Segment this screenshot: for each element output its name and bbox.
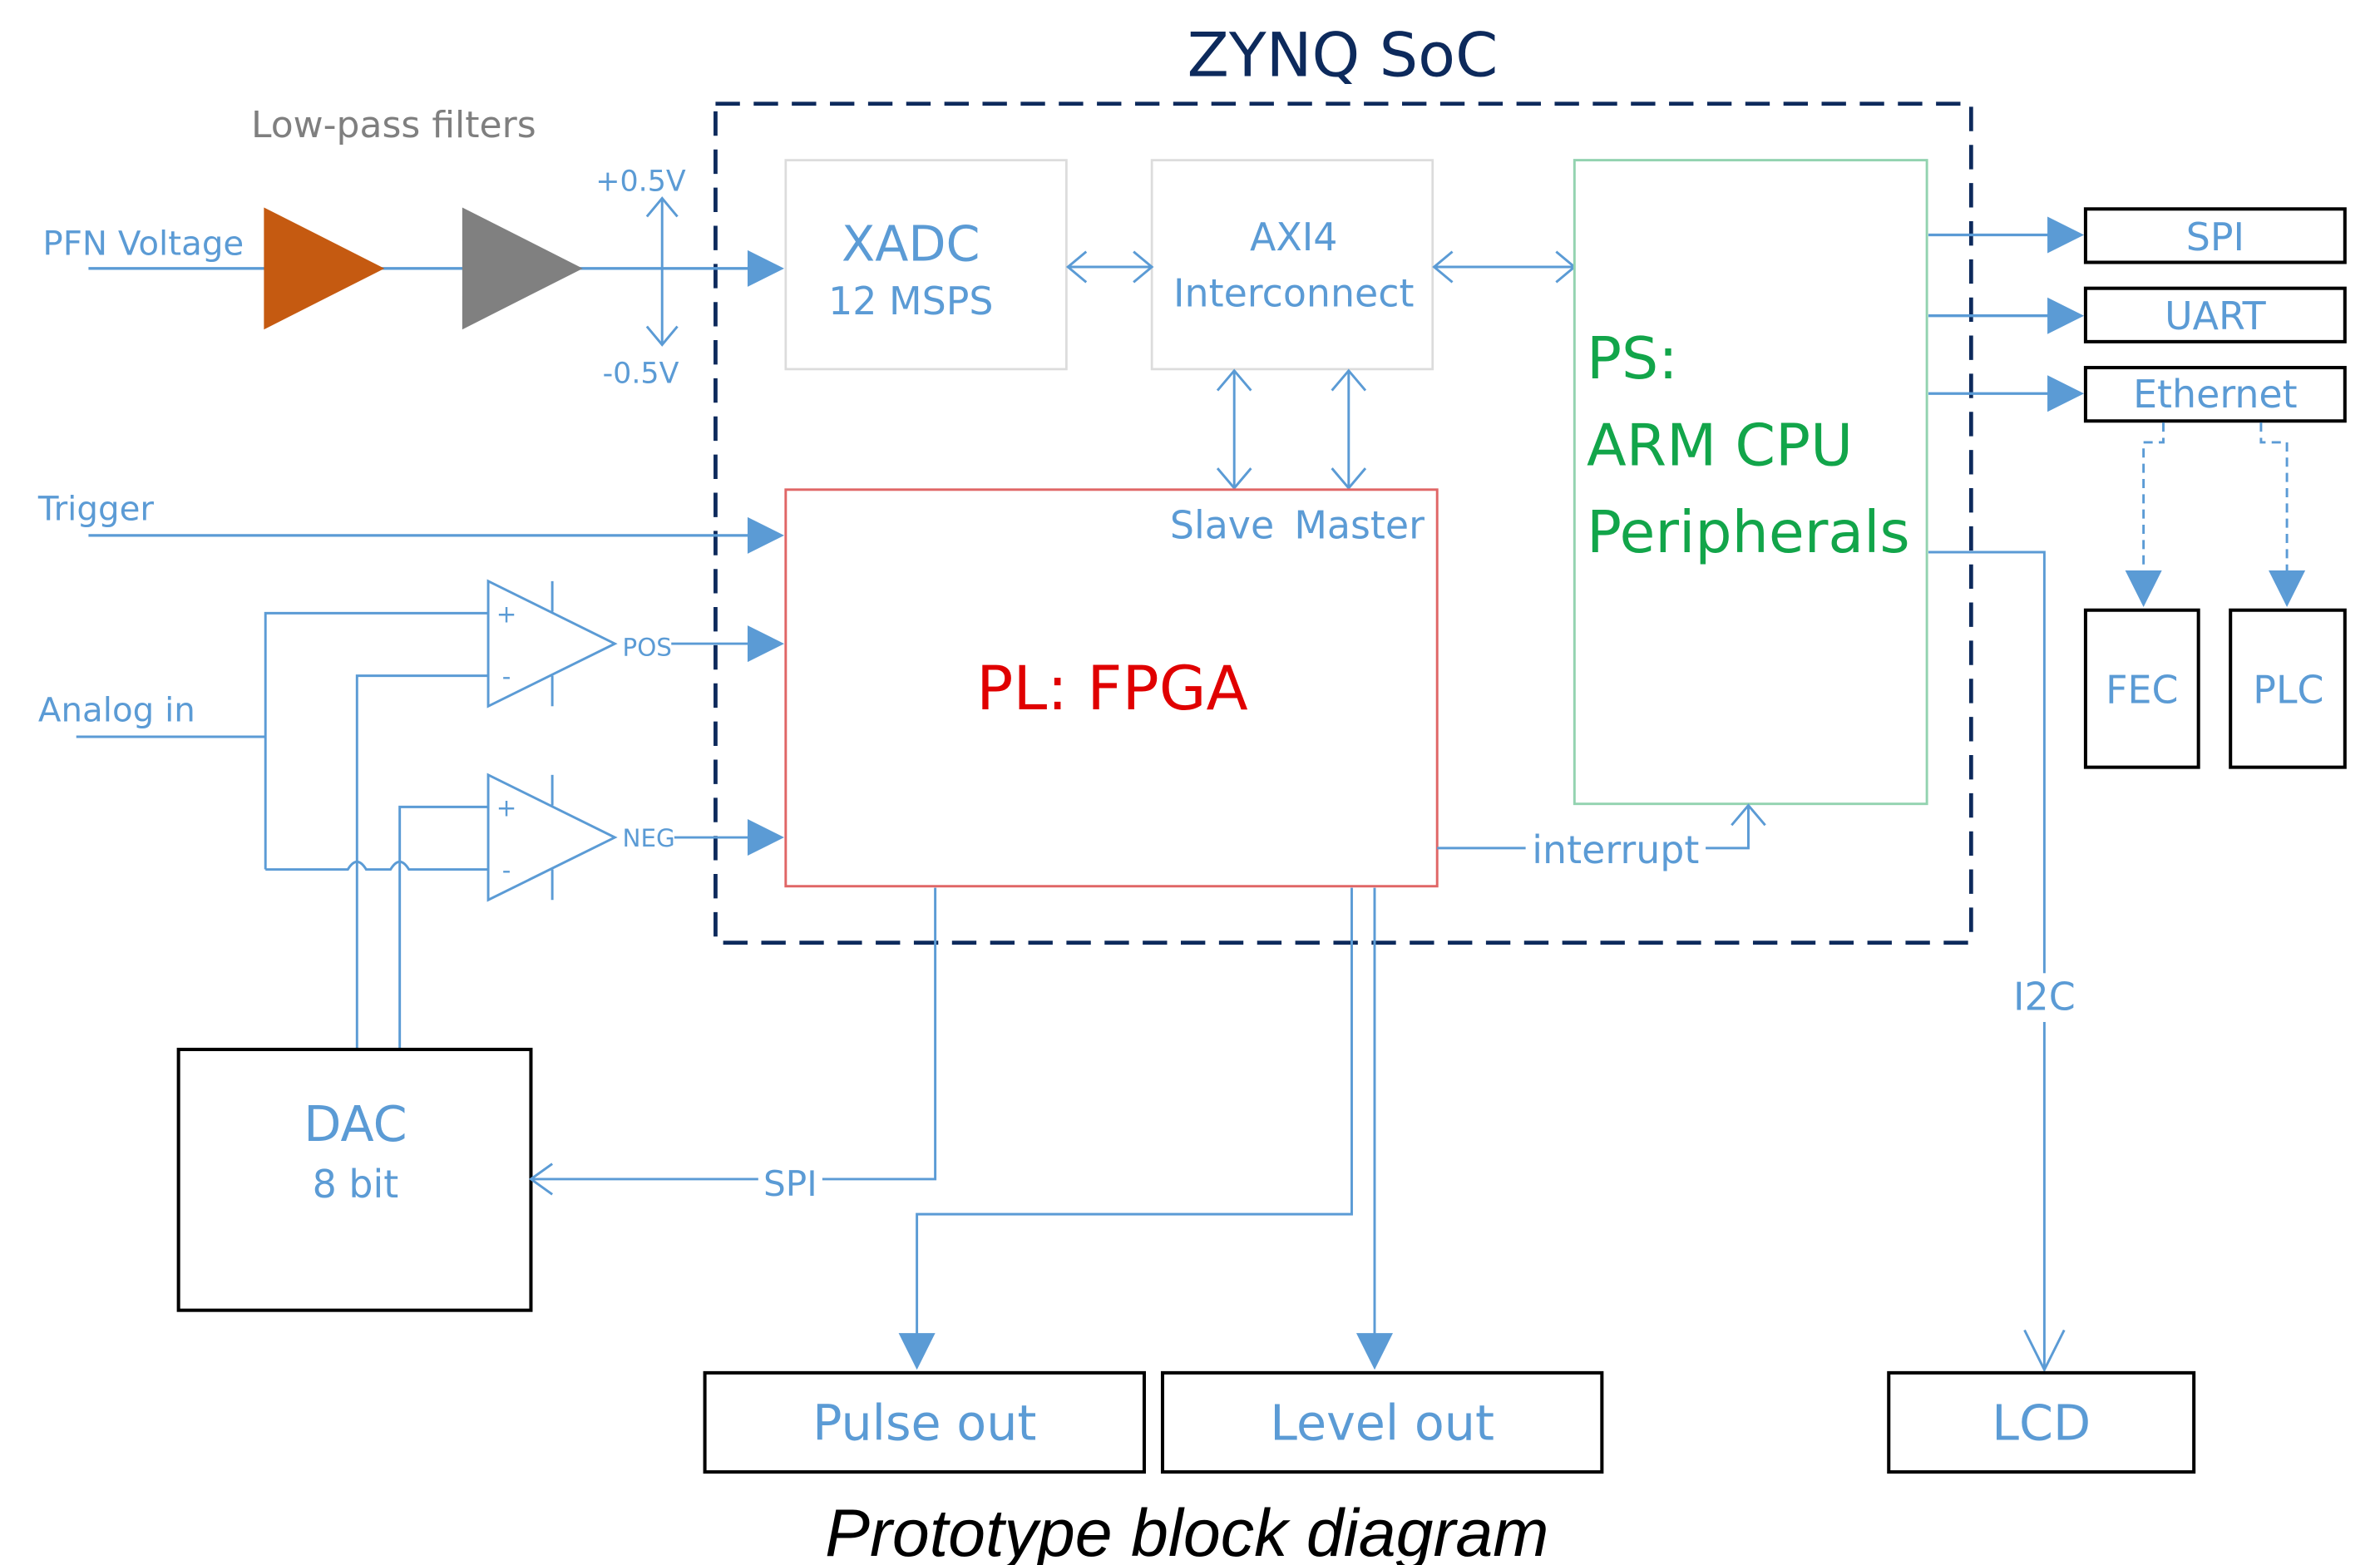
- neg-ref-label: -0.5V: [603, 357, 679, 390]
- pl-fpga-block: [784, 488, 1439, 888]
- pos-comparator-icon: [486, 579, 618, 708]
- pulse-out-arrowhead: [898, 1333, 936, 1370]
- fec-arrowhead: [2125, 570, 2162, 608]
- pulse-out-wire: [916, 887, 1353, 1336]
- ps-line1: PS:: [1587, 325, 1678, 392]
- plc-label: PLC: [2253, 668, 2323, 713]
- level-out-block: [1160, 1370, 1604, 1474]
- dac-block: [176, 1047, 533, 1312]
- pl-master-label: Master: [1294, 503, 1425, 548]
- spi-bus-label-bg: [758, 1159, 822, 1202]
- neg-output-arrowhead: [747, 819, 784, 857]
- xadc-input-arrowhead: [747, 249, 784, 287]
- trigger-label: Trigger: [37, 490, 155, 529]
- xadc-axi-left-arrow-icon: [1065, 250, 1088, 284]
- i2c-label-bg: [2011, 973, 2078, 1022]
- spi-bus-label: SPI: [763, 1163, 817, 1204]
- interrupt-arrow-icon: [1731, 803, 1766, 827]
- pl-fpga-label: PL: FPGA: [976, 654, 1248, 724]
- ps-spi-arrowhead: [2047, 216, 2085, 254]
- interrupt-label: interrupt: [1532, 827, 1699, 872]
- dac-pos-threshold-wire: [355, 674, 489, 1050]
- i2c-label: I2C: [2013, 974, 2076, 1019]
- axi-master-up-arrow-icon: [1331, 368, 1367, 392]
- dac-spi-arrow-icon: [528, 1163, 553, 1196]
- low-pass-filters-label: Low-pass filters: [251, 104, 536, 146]
- pos-ref-label: +0.5V: [595, 165, 686, 198]
- ps-line2: ARM CPU: [1587, 412, 1853, 479]
- lcd-label: LCD: [1992, 1395, 2091, 1452]
- axi4-line2: Interconnect: [1173, 271, 1414, 316]
- plc-block: [2229, 608, 2347, 769]
- axi-slave-down-arrow-icon: [1216, 467, 1252, 491]
- pulse-out-label: Pulse out: [812, 1395, 1036, 1452]
- diagram-caption: Prototype block diagram: [825, 1496, 1548, 1565]
- soc-boundary: [714, 101, 1973, 945]
- pl-dac-spi-wire: [531, 887, 937, 1181]
- analog-in-label: Analog in: [38, 691, 195, 730]
- ps-lcd-i2c-wire: [1928, 550, 2046, 1370]
- neg-plus-sign: +: [496, 793, 517, 822]
- pl-slave-label: Slave: [1170, 503, 1274, 548]
- soc-title: ZYNQ SoC: [1188, 21, 1499, 91]
- axi-master-down-arrow-icon: [1331, 467, 1367, 491]
- pos-output-arrowhead: [747, 625, 784, 663]
- neg-minus-sign: -: [502, 857, 511, 885]
- neg-comparator-icon: [486, 773, 618, 902]
- range-up-arrow-icon: [645, 196, 679, 218]
- level-out-arrowhead: [1355, 1333, 1394, 1370]
- uart-interface-block: [2083, 286, 2347, 343]
- dac-name: DAC: [304, 1096, 407, 1153]
- filter-stage-1-icon: [264, 207, 385, 330]
- lcd-block: [1887, 1370, 2196, 1474]
- fec-block: [2083, 608, 2200, 769]
- pulse-out-block: [703, 1370, 1146, 1474]
- pfn-voltage-label: PFN Voltage: [42, 224, 244, 263]
- ps-block: [1573, 159, 1928, 806]
- fec-label: FEC: [2106, 668, 2178, 713]
- ps-ethernet-arrowhead: [2047, 375, 2085, 412]
- analog-split-wire: [264, 611, 489, 870]
- pos-output-label: POS: [623, 634, 672, 662]
- xadc-axi-right-arrow-icon: [1133, 250, 1154, 284]
- lcd-arrow-icon: [2023, 1329, 2066, 1373]
- axi-ps-left-arrow-icon: [1432, 250, 1454, 284]
- spi-interface-label: SPI: [2186, 215, 2244, 259]
- ethernet-interface-block: [2083, 366, 2347, 423]
- pos-plus-sign: +: [496, 600, 517, 628]
- ethernet-plc-link: [2259, 422, 2289, 572]
- dac-neg-threshold-wire: [398, 805, 489, 1050]
- pos-minus-sign: -: [502, 663, 511, 691]
- trigger-arrowhead: [747, 516, 784, 554]
- filter-stage-2-icon: [462, 207, 583, 330]
- analog-to-neg-minus-path: [265, 860, 489, 871]
- dac-bits: 8 bit: [313, 1162, 399, 1207]
- spi-interface-block: [2083, 207, 2347, 264]
- ethernet-fec-link: [2142, 422, 2165, 572]
- uart-interface-label: UART: [2165, 294, 2266, 338]
- axi4-line1: AXI4: [1250, 215, 1338, 259]
- level-out-label: Level out: [1270, 1395, 1494, 1452]
- plc-arrowhead: [2269, 570, 2306, 608]
- axi-slave-up-arrow-icon: [1216, 368, 1252, 392]
- xadc-name: XADC: [842, 216, 980, 273]
- ethernet-interface-label: Ethernet: [2133, 372, 2298, 417]
- ps-line3: Peripherals: [1587, 499, 1910, 566]
- interrupt-label-bg: [1525, 827, 1706, 873]
- xadc-rate: 12 MSPS: [828, 279, 993, 323]
- range-down-arrow-icon: [645, 325, 679, 347]
- axi4-interconnect-block: [1150, 159, 1434, 371]
- xadc-block: [784, 159, 1068, 371]
- ps-uart-arrowhead: [2047, 297, 2085, 334]
- neg-output-label: NEG: [623, 824, 675, 852]
